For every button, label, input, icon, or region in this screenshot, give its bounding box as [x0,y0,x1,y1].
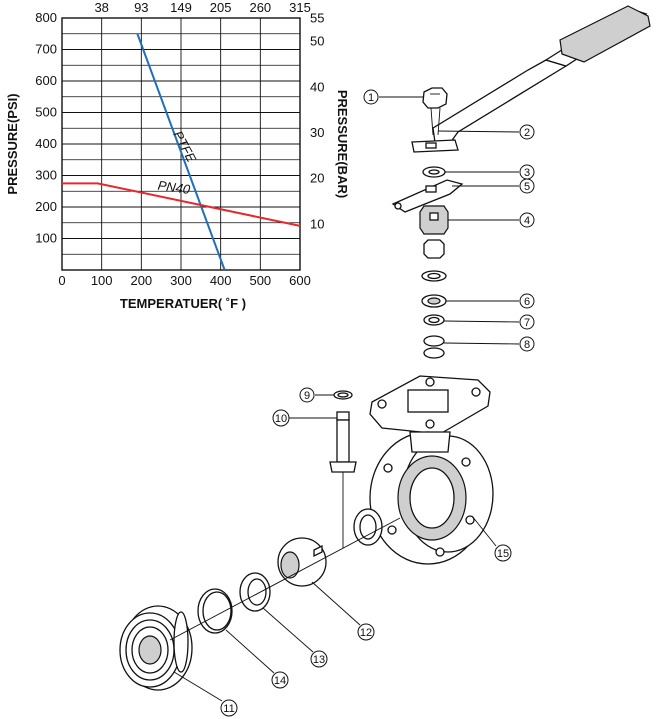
callout-13: 13 [262,607,328,668]
ball-12 [277,537,327,587]
x-tick-label: 400 [210,273,232,288]
series-line-pn40 [62,182,301,227]
y2-tick-label: 30 [310,125,324,140]
callout-12: 12 [311,581,375,641]
stem-o-ring-9 [333,390,353,400]
svg-text:9: 9 [304,390,310,402]
callout-1: 1 [363,89,424,105]
svg-text:1: 1 [368,92,374,104]
stem-10 [329,411,357,548]
y-tick-label: 300 [35,168,57,183]
y-tick-label: 700 [35,42,57,57]
y-tick-label: 500 [35,105,57,120]
y-tick-label: 100 [35,231,57,246]
y2-axis-title: PRESSURE(BAR) [335,90,350,198]
x2-tick-label: 260 [249,0,271,15]
svg-text:15: 15 [497,548,509,560]
seat-ring [353,508,383,546]
svg-text:10: 10 [275,413,287,425]
svg-text:11: 11 [223,703,234,715]
x2-tick-label: 38 [94,0,108,15]
y2-tick-label: 10 [310,216,324,231]
x-tick-label: 600 [289,273,311,288]
y-tick-label: 200 [35,199,57,214]
series-label-pn40: PN40 [157,178,192,197]
callout-9: 9 [299,387,334,403]
callout-3: 3 [445,164,535,180]
handle-nut [422,87,448,136]
svg-text:4: 4 [524,215,530,227]
x-tick-label: 100 [91,273,113,288]
callout-15: 15 [471,515,512,562]
svg-text:6: 6 [524,296,530,308]
svg-text:8: 8 [524,339,530,351]
series-line-ptfe [136,33,226,271]
svg-text:3: 3 [524,167,530,179]
end-cap-11 [119,605,193,691]
handle-lever [411,5,651,153]
callout-6: 6 [446,293,535,309]
stem-washers [421,239,447,359]
callout-5: 5 [452,178,535,194]
callout-2: 2 [437,124,535,140]
y-axis-title: PRESSURE(PSI) [5,93,20,194]
callout-8: 8 [443,336,535,352]
valve-body-15 [369,375,494,565]
y-tick-label: 400 [35,136,57,151]
x-axis-title: TEMPERATUER( ˚F ) [120,296,246,311]
x2-tick-label: 93 [134,0,148,15]
x2-tick-label: 315 [289,0,311,15]
callout-14: 14 [225,629,289,689]
x-tick-label: 300 [170,273,192,288]
svg-text:5: 5 [524,181,530,193]
x-tick-label: 200 [130,273,152,288]
svg-text:12: 12 [360,627,372,639]
y2-tick-label: 55 [310,11,324,26]
y-tick-label: 800 [35,10,57,25]
plot-frame [61,17,301,271]
x-tick-label: 0 [58,273,65,288]
y-tick-label: 600 [35,73,57,88]
x2-tick-label: 205 [210,0,232,15]
x-tick-label: 500 [249,273,271,288]
callout-10: 10 [272,409,337,427]
x2-tick-label: 149 [170,0,192,15]
gland-nut-4 [419,205,449,235]
callout-7: 7 [443,314,535,330]
seat-13 [239,572,271,612]
stop-plate-5 [391,179,464,213]
y2-tick-label: 20 [310,171,324,186]
svg-text:14: 14 [274,675,286,687]
callout-11: 11 [173,671,238,717]
svg-text:2: 2 [524,127,530,139]
callout-4: 4 [448,212,535,228]
svg-text:7: 7 [524,317,530,329]
y2-tick-label: 50 [310,34,324,49]
svg-text:13: 13 [313,654,325,666]
y2-tick-label: 40 [310,79,324,94]
washer-3 [422,166,446,178]
o-ring-14 [197,588,233,634]
